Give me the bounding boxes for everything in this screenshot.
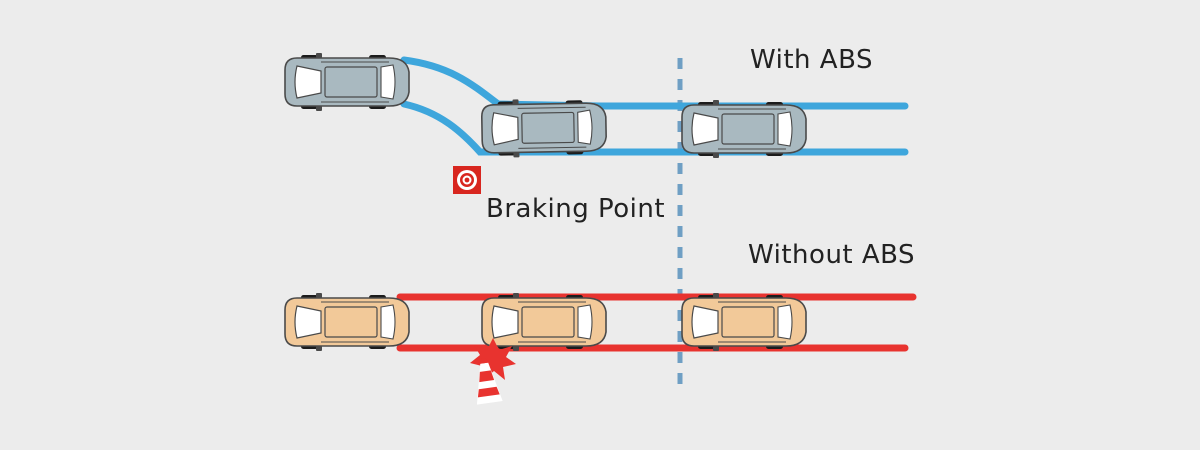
impact-burst-icon [470, 338, 516, 380]
no-abs-tracks [396, 293, 917, 352]
abs-car-braking [480, 97, 608, 159]
with-abs-label: With ABS [750, 45, 873, 75]
traffic-cone-icon [476, 357, 503, 405]
abs-track-lower [400, 100, 909, 156]
no-abs-car-end [681, 292, 807, 352]
abs-car-start [284, 52, 410, 112]
without-abs-label: Without ABS [748, 240, 916, 270]
target-icon [453, 166, 481, 194]
no-abs-car-start [284, 292, 410, 352]
braking-point-label: Braking Point [486, 194, 666, 224]
abs-car-end [681, 99, 807, 159]
no-abs-car-braking [481, 292, 607, 352]
